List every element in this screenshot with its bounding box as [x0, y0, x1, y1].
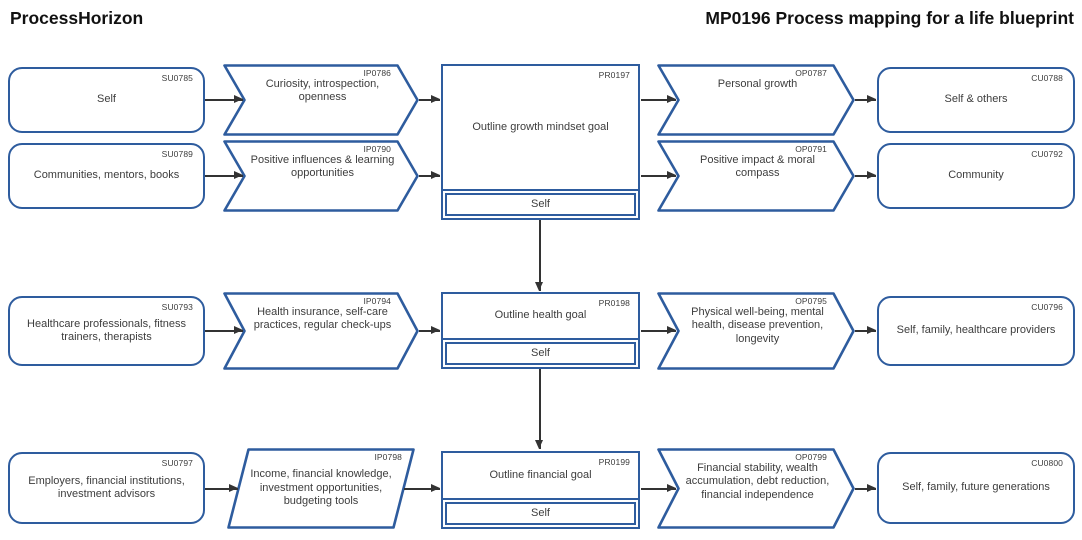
node-label: Outline health goal [494, 309, 587, 322]
supplier-node-su0797[interactable]: SU0797 Employers, financial institutions… [8, 452, 205, 524]
process-owner-bar: Self [445, 342, 636, 365]
node-id: CU0792 [1031, 149, 1063, 159]
connector-arrow [205, 95, 243, 103]
node-label: Income, financial knowledge, investment … [250, 468, 392, 508]
connector-arrow [641, 171, 676, 179]
input-node-ip0798[interactable]: IP0798 Income, financial knowledge, inve… [227, 448, 415, 529]
node-label: Communities, mentors, books [33, 169, 180, 182]
chevron-shape [657, 292, 855, 370]
process-chain-arrow [535, 220, 543, 291]
node-id: OP0787 [795, 68, 827, 78]
connector-arrow [404, 484, 440, 492]
node-label: Health insurance, self-care practices, r… [253, 306, 392, 332]
connector-arrow [205, 171, 243, 179]
connector-arrow [855, 326, 876, 334]
node-label: Positive impact & moral compass [700, 154, 815, 180]
node-label: Financial stability, wealth accumulation… [685, 462, 830, 501]
node-id: CU0788 [1031, 73, 1063, 83]
node-label: Community [948, 169, 1004, 182]
customer-node-cu0792[interactable]: CU0792 Community [877, 143, 1075, 209]
output-node-op0799[interactable]: OP0799 Financial stability, wealth accum… [657, 448, 855, 529]
node-label: Self [97, 93, 116, 106]
node-label: Outline financial goal [489, 468, 592, 481]
customer-node-cu0796[interactable]: CU0796 Self, family, healthcare provider… [877, 296, 1075, 366]
node-id: IP0786 [363, 68, 391, 78]
node-label: Self & others [944, 93, 1008, 106]
node-id: PR0199 [598, 457, 630, 467]
map-title: MP0196 Process mapping for a life bluepr… [705, 8, 1074, 28]
node-id: OP0799 [795, 452, 827, 462]
node-id: IP0790 [363, 144, 391, 154]
chevron-shape [223, 140, 419, 212]
connector-arrow [205, 484, 238, 492]
customer-node-cu0800[interactable]: CU0800 Self, family, future generations [877, 452, 1075, 524]
node-id: OP0795 [795, 296, 827, 306]
node-id: SU0797 [161, 458, 193, 468]
input-node-ip0794[interactable]: IP0794 Health insurance, self-care pract… [223, 292, 419, 370]
node-id: CU0800 [1031, 458, 1063, 468]
process-owner: Self [531, 506, 550, 519]
connector-arrow [419, 95, 440, 103]
output-node-op0795[interactable]: OP0795 Physical well-being, mental healt… [657, 292, 855, 370]
node-label: Employers, financial institutions, inves… [28, 474, 185, 500]
connector-arrow [419, 326, 440, 334]
node-id: SU0789 [161, 149, 193, 159]
supplier-node-su0785[interactable]: SU0785 Self [8, 67, 205, 133]
connector-arrow [641, 326, 676, 334]
process-owner: Self [531, 346, 550, 359]
node-id: PR0197 [598, 70, 630, 80]
node-label: Outline growth mindset goal [472, 120, 609, 133]
node-id: PR0198 [598, 298, 630, 308]
process-owner-bar: Self [445, 193, 636, 216]
chevron-shape [223, 292, 419, 370]
input-node-ip0786[interactable]: IP0786 Curiosity, introspection, opennes… [223, 64, 419, 136]
connector-arrow [855, 95, 876, 103]
customer-node-cu0788[interactable]: CU0788 Self & others [877, 67, 1075, 133]
node-id: OP0791 [795, 144, 827, 154]
supplier-node-su0793[interactable]: SU0793 Healthcare professionals, fitness… [8, 296, 205, 366]
connector-arrow [641, 484, 676, 492]
connector-arrow [855, 171, 876, 179]
process-chain-arrow [535, 369, 543, 449]
node-id: IP0798 [374, 452, 402, 462]
process-node-pr0199[interactable]: PR0199 Outline financial goal Self [441, 451, 640, 529]
process-owner-bar: Self [445, 502, 636, 525]
chevron-shape [223, 64, 419, 136]
process-main: PR0197 Outline growth mindset goal [443, 66, 638, 191]
process-main: PR0199 Outline financial goal [443, 453, 638, 500]
connector-arrow [419, 171, 440, 179]
process-node-pr0197[interactable]: PR0197 Outline growth mindset goal Self [441, 64, 640, 220]
supplier-node-su0789[interactable]: SU0789 Communities, mentors, books [8, 143, 205, 209]
node-label: Physical well-being, mental health, dise… [691, 306, 824, 345]
node-id: SU0793 [161, 302, 193, 312]
connector-arrow [205, 326, 243, 334]
parallelogram-shape [227, 448, 415, 529]
process-owner: Self [531, 197, 550, 210]
node-label: Healthcare professionals, fitness traine… [27, 317, 186, 343]
connector-arrow [855, 484, 876, 492]
chevron-shape [657, 140, 855, 212]
chevron-shape [657, 64, 855, 136]
header: ProcessHorizon MP0196 Process mapping fo… [0, 0, 1082, 28]
chevron-shape [657, 448, 855, 529]
node-label: Curiosity, introspection, openness [265, 78, 380, 104]
output-node-op0787[interactable]: OP0787 Personal growth [657, 64, 855, 136]
node-id: SU0785 [161, 73, 193, 83]
node-label: Personal growth [717, 78, 798, 90]
output-node-op0791[interactable]: OP0791 Positive impact & moral compass [657, 140, 855, 212]
process-main: PR0198 Outline health goal [443, 294, 638, 340]
node-label: Self, family, healthcare providers [896, 324, 1056, 337]
connector-arrow [641, 95, 676, 103]
app-title: ProcessHorizon [10, 8, 144, 28]
node-label: Self, family, future generations [902, 481, 1050, 494]
node-label: Positive influences & learning opportuni… [250, 154, 395, 180]
process-node-pr0198[interactable]: PR0198 Outline health goal Self [441, 292, 640, 369]
node-id: IP0794 [363, 296, 391, 306]
node-id: CU0796 [1031, 302, 1063, 312]
input-node-ip0790[interactable]: IP0790 Positive influences & learning op… [223, 140, 419, 212]
